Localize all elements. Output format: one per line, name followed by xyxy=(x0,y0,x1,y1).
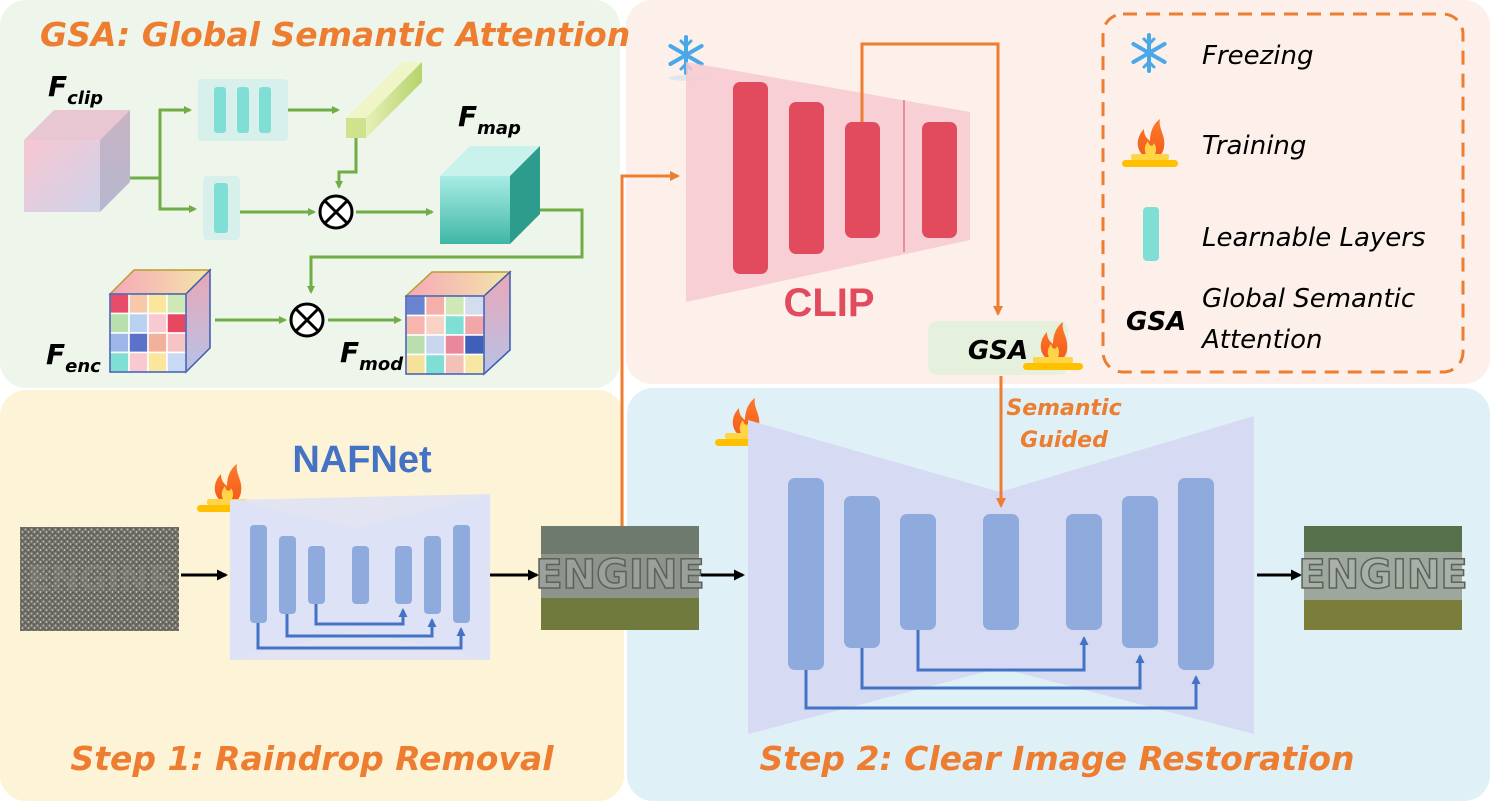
nafnet-label: NAFNet xyxy=(292,439,432,481)
f-enc-cube xyxy=(108,268,212,374)
nafnet-skip-connections xyxy=(256,604,466,650)
restoration-block-7 xyxy=(1178,478,1214,670)
legend-gsa-full-line1: Global Semantic xyxy=(1202,284,1415,314)
legend-gsa-full-line2: Attention xyxy=(1200,325,1322,355)
legend-training: Training xyxy=(1202,131,1306,161)
nafnet-block-3 xyxy=(308,546,325,604)
gsa-panel-title: GSA: Global Semantic Attention xyxy=(40,15,630,54)
f-clip-cube xyxy=(24,110,130,212)
gsa-connectors xyxy=(130,106,584,324)
intermediate-image: ENGINE xyxy=(535,526,705,630)
legend-box xyxy=(1101,12,1465,374)
output-image-text: ENGINE xyxy=(1298,552,1467,598)
restoration-block-2 xyxy=(844,496,880,648)
nafnet-block-7 xyxy=(453,525,470,623)
multiply-node-2 xyxy=(289,302,325,338)
nafnet-block-1 xyxy=(250,525,267,623)
clip-layer-4 xyxy=(922,122,957,238)
restoration-block-5 xyxy=(1066,514,1102,630)
learnable-layer-triple xyxy=(198,79,288,141)
restoration-block-6 xyxy=(1122,496,1158,648)
restoration-block-3 xyxy=(900,514,936,630)
semantic-guided-line2: Guided xyxy=(1020,428,1108,453)
f-clip-label: Fclip xyxy=(48,70,103,109)
legend-freezing: Freezing xyxy=(1202,41,1314,71)
learnable-layer-single xyxy=(203,176,240,240)
legend-learnable-layers: Learnable Layers xyxy=(1202,223,1426,253)
attention-vector-bar xyxy=(346,62,422,138)
f-map-label: Fmap xyxy=(458,100,521,139)
restoration-block-4 xyxy=(983,514,1019,630)
f-mod-label: Fmod xyxy=(340,336,404,375)
step2-caption: Step 2: Clear Image Restoration xyxy=(759,739,1354,778)
legend-gsa-abbrev: GSA xyxy=(1126,307,1186,337)
f-enc-label: Fenc xyxy=(46,338,101,377)
intermediate-image-text: ENGINE xyxy=(535,552,704,598)
semantic-guided-line1: Semantic xyxy=(1006,396,1121,421)
nafnet-block-6 xyxy=(424,536,441,614)
clip-layer-1 xyxy=(733,82,768,274)
step1-caption: Step 1: Raindrop Removal xyxy=(70,739,554,778)
f-mod-cube xyxy=(404,270,512,376)
clip-layer-2 xyxy=(789,102,824,254)
nafnet-block-5 xyxy=(395,546,412,604)
nafnet-block-2 xyxy=(279,536,296,614)
legend-learnable-icon xyxy=(1143,207,1159,261)
legend-flame-icon xyxy=(1122,119,1178,167)
f-map-cube xyxy=(440,146,540,244)
gsa-module-box xyxy=(928,321,1068,375)
restored-output-image: ENGINE xyxy=(1298,526,1468,630)
legend-snowflake-icon xyxy=(1131,33,1167,73)
restoration-skip-connections xyxy=(804,630,1201,710)
rainy-input-image: ENGINE xyxy=(20,527,179,631)
gsa-flame-icon xyxy=(1023,322,1083,370)
clip-label: CLIP xyxy=(783,281,874,325)
gsa-module-label: GSA xyxy=(968,336,1028,366)
semantic-flow-arrows xyxy=(620,42,1006,526)
restoration-block-1 xyxy=(788,478,824,670)
clip-layer-3 xyxy=(845,122,880,238)
nafnet-block-4 xyxy=(352,546,369,604)
multiply-node-1 xyxy=(318,194,354,230)
